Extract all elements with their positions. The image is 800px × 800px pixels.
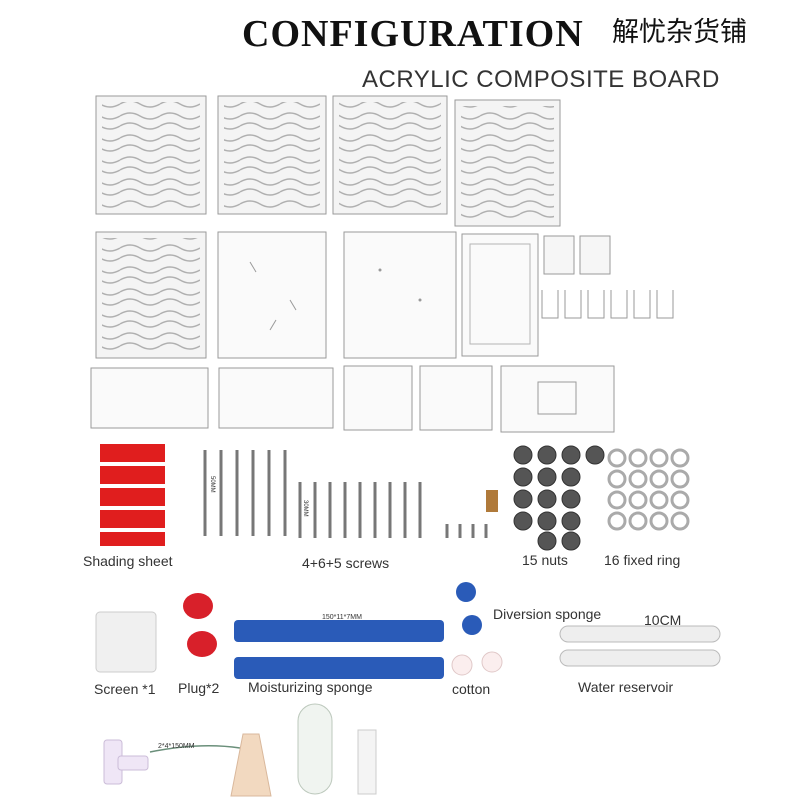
frame-board: [461, 233, 539, 357]
label-10cm: 10CM: [644, 612, 682, 628]
maze-board-2: [217, 95, 327, 215]
tube-size-label: 2*4*150MM: [158, 743, 195, 750]
label-shading-sheet: Shading sheet: [83, 553, 173, 569]
maze-board-1: [95, 95, 207, 215]
cotton-pieces: [451, 651, 503, 676]
plugs: [183, 593, 217, 657]
maze-board-4: [454, 99, 561, 227]
fixed-rings: [607, 448, 690, 531]
clip-pieces: [541, 290, 674, 319]
label-fixed-ring: 16 fixed ring: [604, 552, 681, 568]
maze-board-5: [95, 231, 207, 359]
long-screws: [203, 450, 287, 536]
elbow-connector: [103, 739, 149, 785]
moisturizing-sponges: [234, 620, 444, 679]
label-plug: Plug*2: [178, 680, 220, 696]
stopper: [230, 733, 272, 797]
mid-screws: [298, 482, 422, 538]
label-diversion-sponge: Diversion sponge: [493, 606, 602, 622]
label-cotton: cotton: [452, 681, 491, 697]
short-screws: [445, 524, 488, 538]
brass-fitting: [486, 490, 498, 512]
diversion-sponges: [456, 582, 482, 635]
page-title: CONFIGURATION: [242, 13, 584, 55]
cotton-roll: [357, 729, 377, 795]
nuts: [513, 445, 605, 551]
plain-board-1: [217, 231, 327, 359]
sponge-size-label: 150*11*7MM: [322, 614, 362, 621]
thin-tube: [149, 745, 241, 753]
small-panels: [543, 235, 611, 275]
water-reservoir-tubes: [559, 625, 721, 667]
label-moisturizing-sponge: Moisturizing sponge: [248, 679, 373, 695]
window-board: [500, 365, 615, 433]
store-name: 解忧杂货铺: [612, 17, 747, 48]
label-screws: 4+6+5 screws: [302, 555, 390, 571]
test-tube: [297, 703, 333, 795]
side-board-4: [419, 365, 493, 431]
label-water-reservoir: Water reservoir: [578, 679, 674, 695]
subtitle: ACRYLIC COMPOSITE BOARD: [362, 66, 720, 93]
side-board-1: [90, 367, 209, 429]
screw-size-mid: 30MM: [302, 500, 308, 517]
plain-board-2: [343, 231, 457, 359]
label-nuts: 15 nuts: [522, 552, 568, 568]
label-screen: Screen *1: [94, 681, 156, 697]
side-board-3: [343, 365, 413, 431]
side-board-2: [218, 367, 334, 429]
shading-sheets: [100, 444, 165, 546]
maze-board-3: [332, 95, 448, 215]
screen-item: [95, 611, 157, 673]
screw-size-long: 50MM: [209, 476, 215, 493]
